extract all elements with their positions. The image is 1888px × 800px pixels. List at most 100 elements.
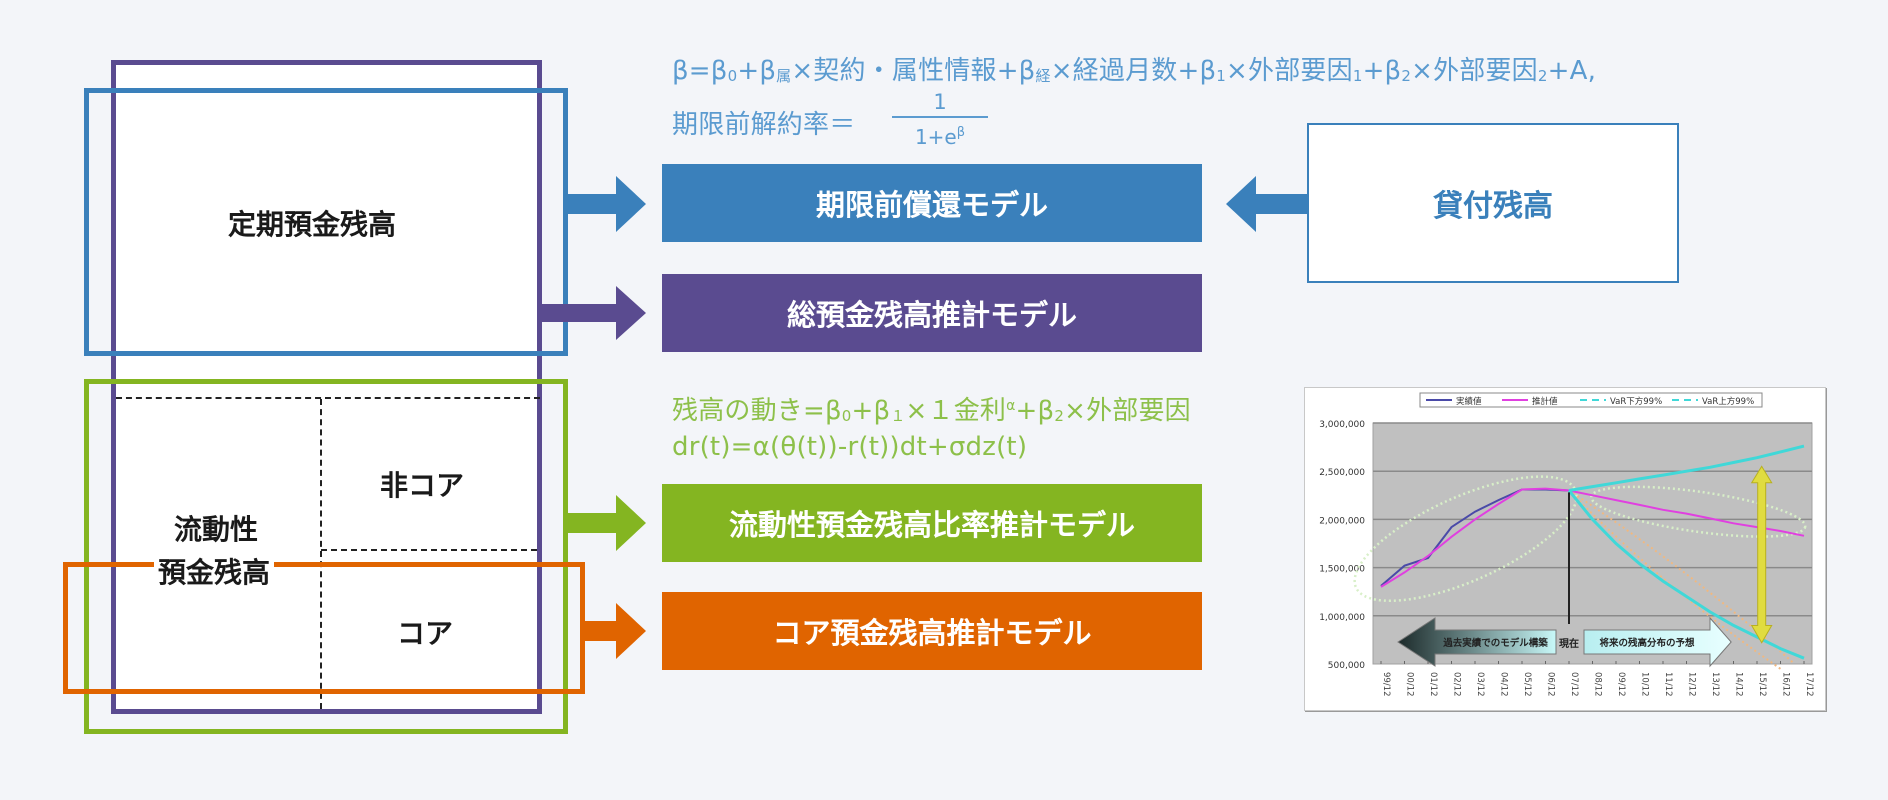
- y-tick-label: 2,000,000: [1319, 516, 1365, 526]
- y-tick-label: 1,500,000: [1319, 565, 1365, 575]
- formula-index: α: [1006, 398, 1016, 414]
- core-noncore-dashed-divider: [321, 549, 537, 551]
- liquid-ratio-model-box[interactable]: 流動性預金残高比率推計モデル: [662, 484, 1202, 562]
- y-tick-label: 500,000: [1328, 661, 1365, 671]
- past-arrow-label: 過去実績でのモデル構築: [1442, 637, 1548, 649]
- prepayment-rate-label: 期限前解約率＝: [672, 110, 856, 140]
- formula-term: +β: [851, 396, 891, 426]
- formula-term: ×外部要因: [1064, 396, 1191, 426]
- denominator-exponent: β: [956, 125, 966, 140]
- x-tick-label: 06/12: [1546, 672, 1556, 697]
- distribution-range-arrow: [1750, 465, 1773, 644]
- y-tick-label: 3,000,000: [1319, 420, 1365, 430]
- x-tick-label: 09/12: [1616, 672, 1626, 697]
- non-core-label: 非コア: [380, 469, 465, 502]
- loan-balance-label: 貸付残高: [1433, 189, 1553, 224]
- now-label: 現在: [1559, 637, 1579, 650]
- formula-index: 1: [1216, 67, 1227, 85]
- total-deposit-model-box[interactable]: 総預金残高推計モデル: [662, 274, 1202, 352]
- prepayment-formula-line1: β=β0+β属×契約・属性情報+β経×経過月数+β1×外部要因1+β2×外部要因…: [672, 50, 1596, 87]
- y-tick-label: 2,500,000: [1319, 468, 1365, 478]
- x-tick-label: 04/12: [1499, 672, 1509, 697]
- left-arrows: [542, 176, 646, 659]
- formula-index: 2: [1401, 67, 1412, 85]
- future-arrow-label: 将来の残高分布の予想: [1599, 637, 1695, 649]
- x-tick-label: 10/12: [1640, 672, 1650, 697]
- x-tick-label: 11/12: [1663, 672, 1673, 697]
- time-deposit-frame: [84, 88, 568, 356]
- legend-label: VaR上方99%: [1702, 396, 1754, 407]
- x-tick-label: 15/12: [1757, 672, 1767, 697]
- formula-index: １: [890, 407, 906, 425]
- liquid-top-dashed-divider: [116, 397, 540, 399]
- denominator-base: 1+e: [914, 125, 957, 149]
- legend-label: 実績値: [1456, 396, 1482, 407]
- liquid-deposit-label-line1: 流動性: [174, 513, 259, 546]
- legend-label: VaR下方99%: [1610, 396, 1662, 407]
- balance-formula-line1: 残高の動き=β0+β１×１金利α+β2×外部要因: [672, 390, 1191, 427]
- x-tick-label: 07/12: [1569, 672, 1579, 697]
- formula-term: +β: [737, 56, 777, 86]
- liquid-deposit-frame: [84, 379, 568, 734]
- formula-term: +A,: [1547, 56, 1597, 86]
- formula-term: β=β: [672, 56, 728, 86]
- formula-term: ×契約・属性情報+β: [791, 56, 1036, 86]
- arrow-to-total-deposit-icon: [542, 286, 646, 340]
- arrow-to-core-deposit-icon: [584, 603, 646, 659]
- prepayment-fraction: 1 1+eβ: [892, 90, 988, 149]
- balance-forecast-chart: 3,000,000 2,500,000 2,000,000 1,500,000 1,00…: [1304, 387, 1826, 711]
- x-tick-label: 14/12: [1734, 672, 1744, 697]
- balance-formula-line2: dr(t)=α(θ(t))-r(t))dt+σdz(t): [672, 432, 1028, 462]
- core-label: コア: [397, 617, 454, 650]
- past-arrow-shape: [1397, 617, 1557, 667]
- arrow-to-liquid-ratio-icon: [566, 495, 646, 551]
- y-tick-label: 1,000,000: [1319, 613, 1365, 623]
- total-deposit-frame: [111, 60, 542, 714]
- x-tick-label: 08/12: [1593, 672, 1603, 697]
- x-tick-label: 17/12: [1804, 672, 1814, 697]
- formula-term: ×外部要因: [1226, 56, 1353, 86]
- core-deposit-frame: [63, 562, 585, 694]
- core-deposit-model-box[interactable]: コア預金残高推計モデル: [662, 592, 1202, 670]
- formula-index: 1: [1352, 67, 1363, 85]
- legend-label: 推計値: [1532, 396, 1558, 407]
- core-vertical-dashed-divider: [320, 399, 322, 709]
- formula-index: 属: [776, 67, 792, 85]
- formula-term: +β: [1015, 396, 1055, 426]
- x-tick-label: 00/12: [1405, 672, 1415, 697]
- formula-term: ×外部要因: [1411, 56, 1538, 86]
- liquid-deposit-label-line2: 預金残高: [154, 551, 275, 591]
- future-arrow-shape: [1583, 616, 1732, 668]
- x-tick-label: 99/12: [1381, 672, 1391, 697]
- formula-term: 残高の動き=β: [672, 396, 842, 426]
- formula-index: 2: [1537, 67, 1548, 85]
- fraction-denominator: 1+eβ: [892, 121, 988, 149]
- x-tick-label: 13/12: [1710, 672, 1720, 697]
- lower-band-dotted: [1568, 489, 1796, 665]
- arrow-from-loan-icon: [1226, 176, 1308, 232]
- x-tick-label: 01/12: [1428, 672, 1438, 697]
- x-tick-label: 02/12: [1452, 672, 1462, 697]
- arrow-to-prepayment-icon: [566, 176, 646, 232]
- formula-term: ×経過月数+β: [1050, 56, 1217, 86]
- formula-index: 経: [1035, 67, 1051, 85]
- loan-balance-box[interactable]: 貸付残高: [1307, 123, 1679, 283]
- chart-legend: [1419, 392, 1763, 408]
- prepayment-model-box[interactable]: 期限前償還モデル: [662, 164, 1202, 242]
- prepayment-formula-line2: 期限前解約率＝: [672, 104, 855, 141]
- estimate-range-ellipse: [1590, 485, 1807, 538]
- time-deposit-label: 定期預金残高: [228, 208, 397, 241]
- x-tick-label: 05/12: [1522, 672, 1532, 697]
- x-tick-label: 03/12: [1475, 672, 1485, 697]
- plot-area: [1372, 422, 1813, 665]
- formula-term: +β: [1362, 56, 1402, 86]
- formula-index: 2: [1054, 407, 1065, 425]
- formula-index: 0: [841, 407, 852, 425]
- formula-index: 0: [727, 67, 738, 85]
- x-tick-label: 12/12: [1687, 672, 1697, 697]
- chart-svg: 3,000,000 2,500,000 2,000,000 1,500,000 1,00…: [1319, 392, 1814, 697]
- fraction-bar: [892, 116, 988, 118]
- fraction-numerator: 1: [933, 90, 947, 114]
- formula-term: ×１金利: [905, 396, 1007, 426]
- x-tick-label: 16/12: [1781, 672, 1791, 697]
